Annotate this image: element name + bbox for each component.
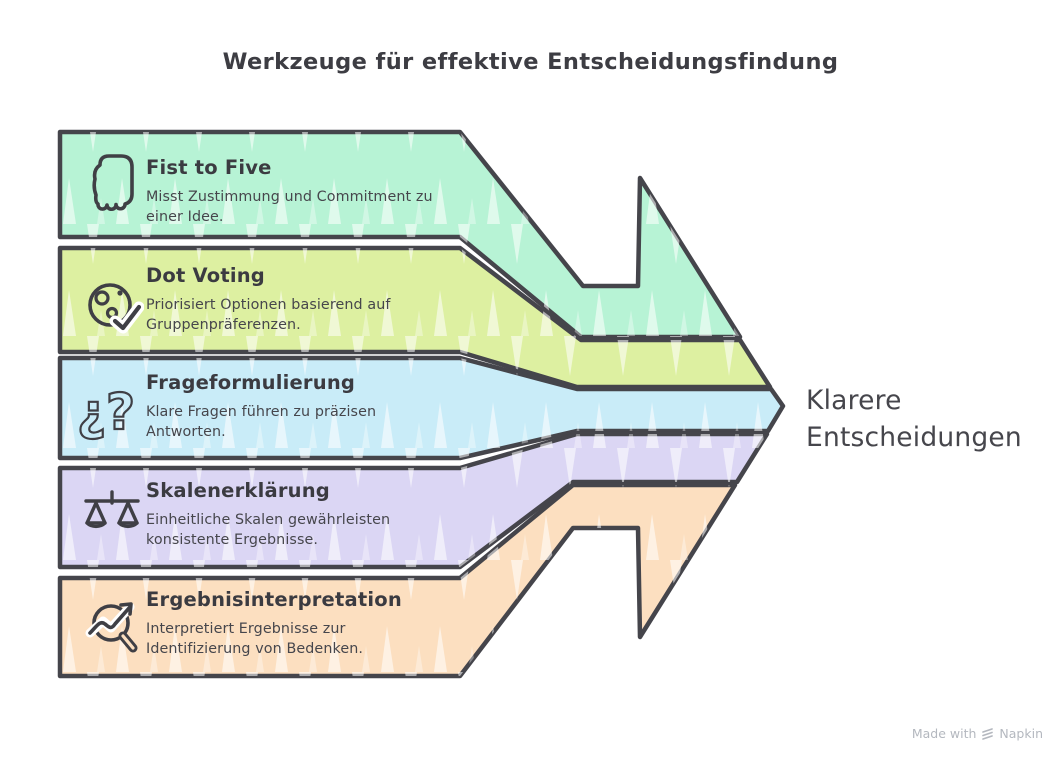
svg-text:¿?: ¿? xyxy=(77,383,135,441)
page-title: Werkzeuge für effektive Entscheidungsfin… xyxy=(222,49,839,75)
step-description: Klare Fragen führen zu präzisen Antworte… xyxy=(146,404,377,440)
band-texture xyxy=(60,485,735,676)
step-description: Priorisiert Optionen basierend auf Grupp… xyxy=(146,297,391,333)
step-title: Fist to Five xyxy=(146,156,272,179)
step-description: Einheitliche Skalen gewährleisten konsis… xyxy=(146,512,391,548)
step-dot-voting: Dot Voting Priorisiert Optionen basieren… xyxy=(146,264,466,335)
band-texture xyxy=(60,248,770,387)
step-frageformulierung: Frageformulierung Klare Fragen führen zu… xyxy=(146,371,466,442)
magnifier-trend-icon xyxy=(85,602,138,653)
fist-icon xyxy=(92,154,134,212)
result-label: Klarere Entscheidungen xyxy=(806,385,1022,454)
step-ergebnisinterpretation: Ergebnisinterpretation Interpretiert Erg… xyxy=(146,588,466,659)
made-with-napkin-credit: Made with Napkin xyxy=(912,726,1043,741)
step-description: Misst Zustimmung und Commitment zu einer… xyxy=(146,189,433,225)
step-title: Frageformulierung xyxy=(146,371,356,394)
step-title: Ergebnisinterpretation xyxy=(146,588,402,611)
made-with-text: Made with xyxy=(911,726,977,741)
question-marks-icon: ¿? xyxy=(76,382,136,442)
step-skalenerklaerung: Skalenerklärung Einheitliche Skalen gewä… xyxy=(146,479,466,550)
band-texture xyxy=(60,132,740,337)
napkin-brand-text: Napkin xyxy=(999,726,1043,741)
napkin-logo-icon xyxy=(982,727,994,740)
band-texture xyxy=(60,358,783,458)
band-texture xyxy=(60,434,767,567)
step-description: Interpretiert Ergebnisse zur Identifizie… xyxy=(146,621,364,657)
step-title: Skalenerklärung xyxy=(146,479,330,502)
step-fist-to-five: Fist to Five Misst Zustimmung und Commit… xyxy=(146,156,466,227)
step-title: Dot Voting xyxy=(146,264,265,287)
scales-icon xyxy=(84,490,140,529)
dot-voting-icon xyxy=(88,283,144,334)
